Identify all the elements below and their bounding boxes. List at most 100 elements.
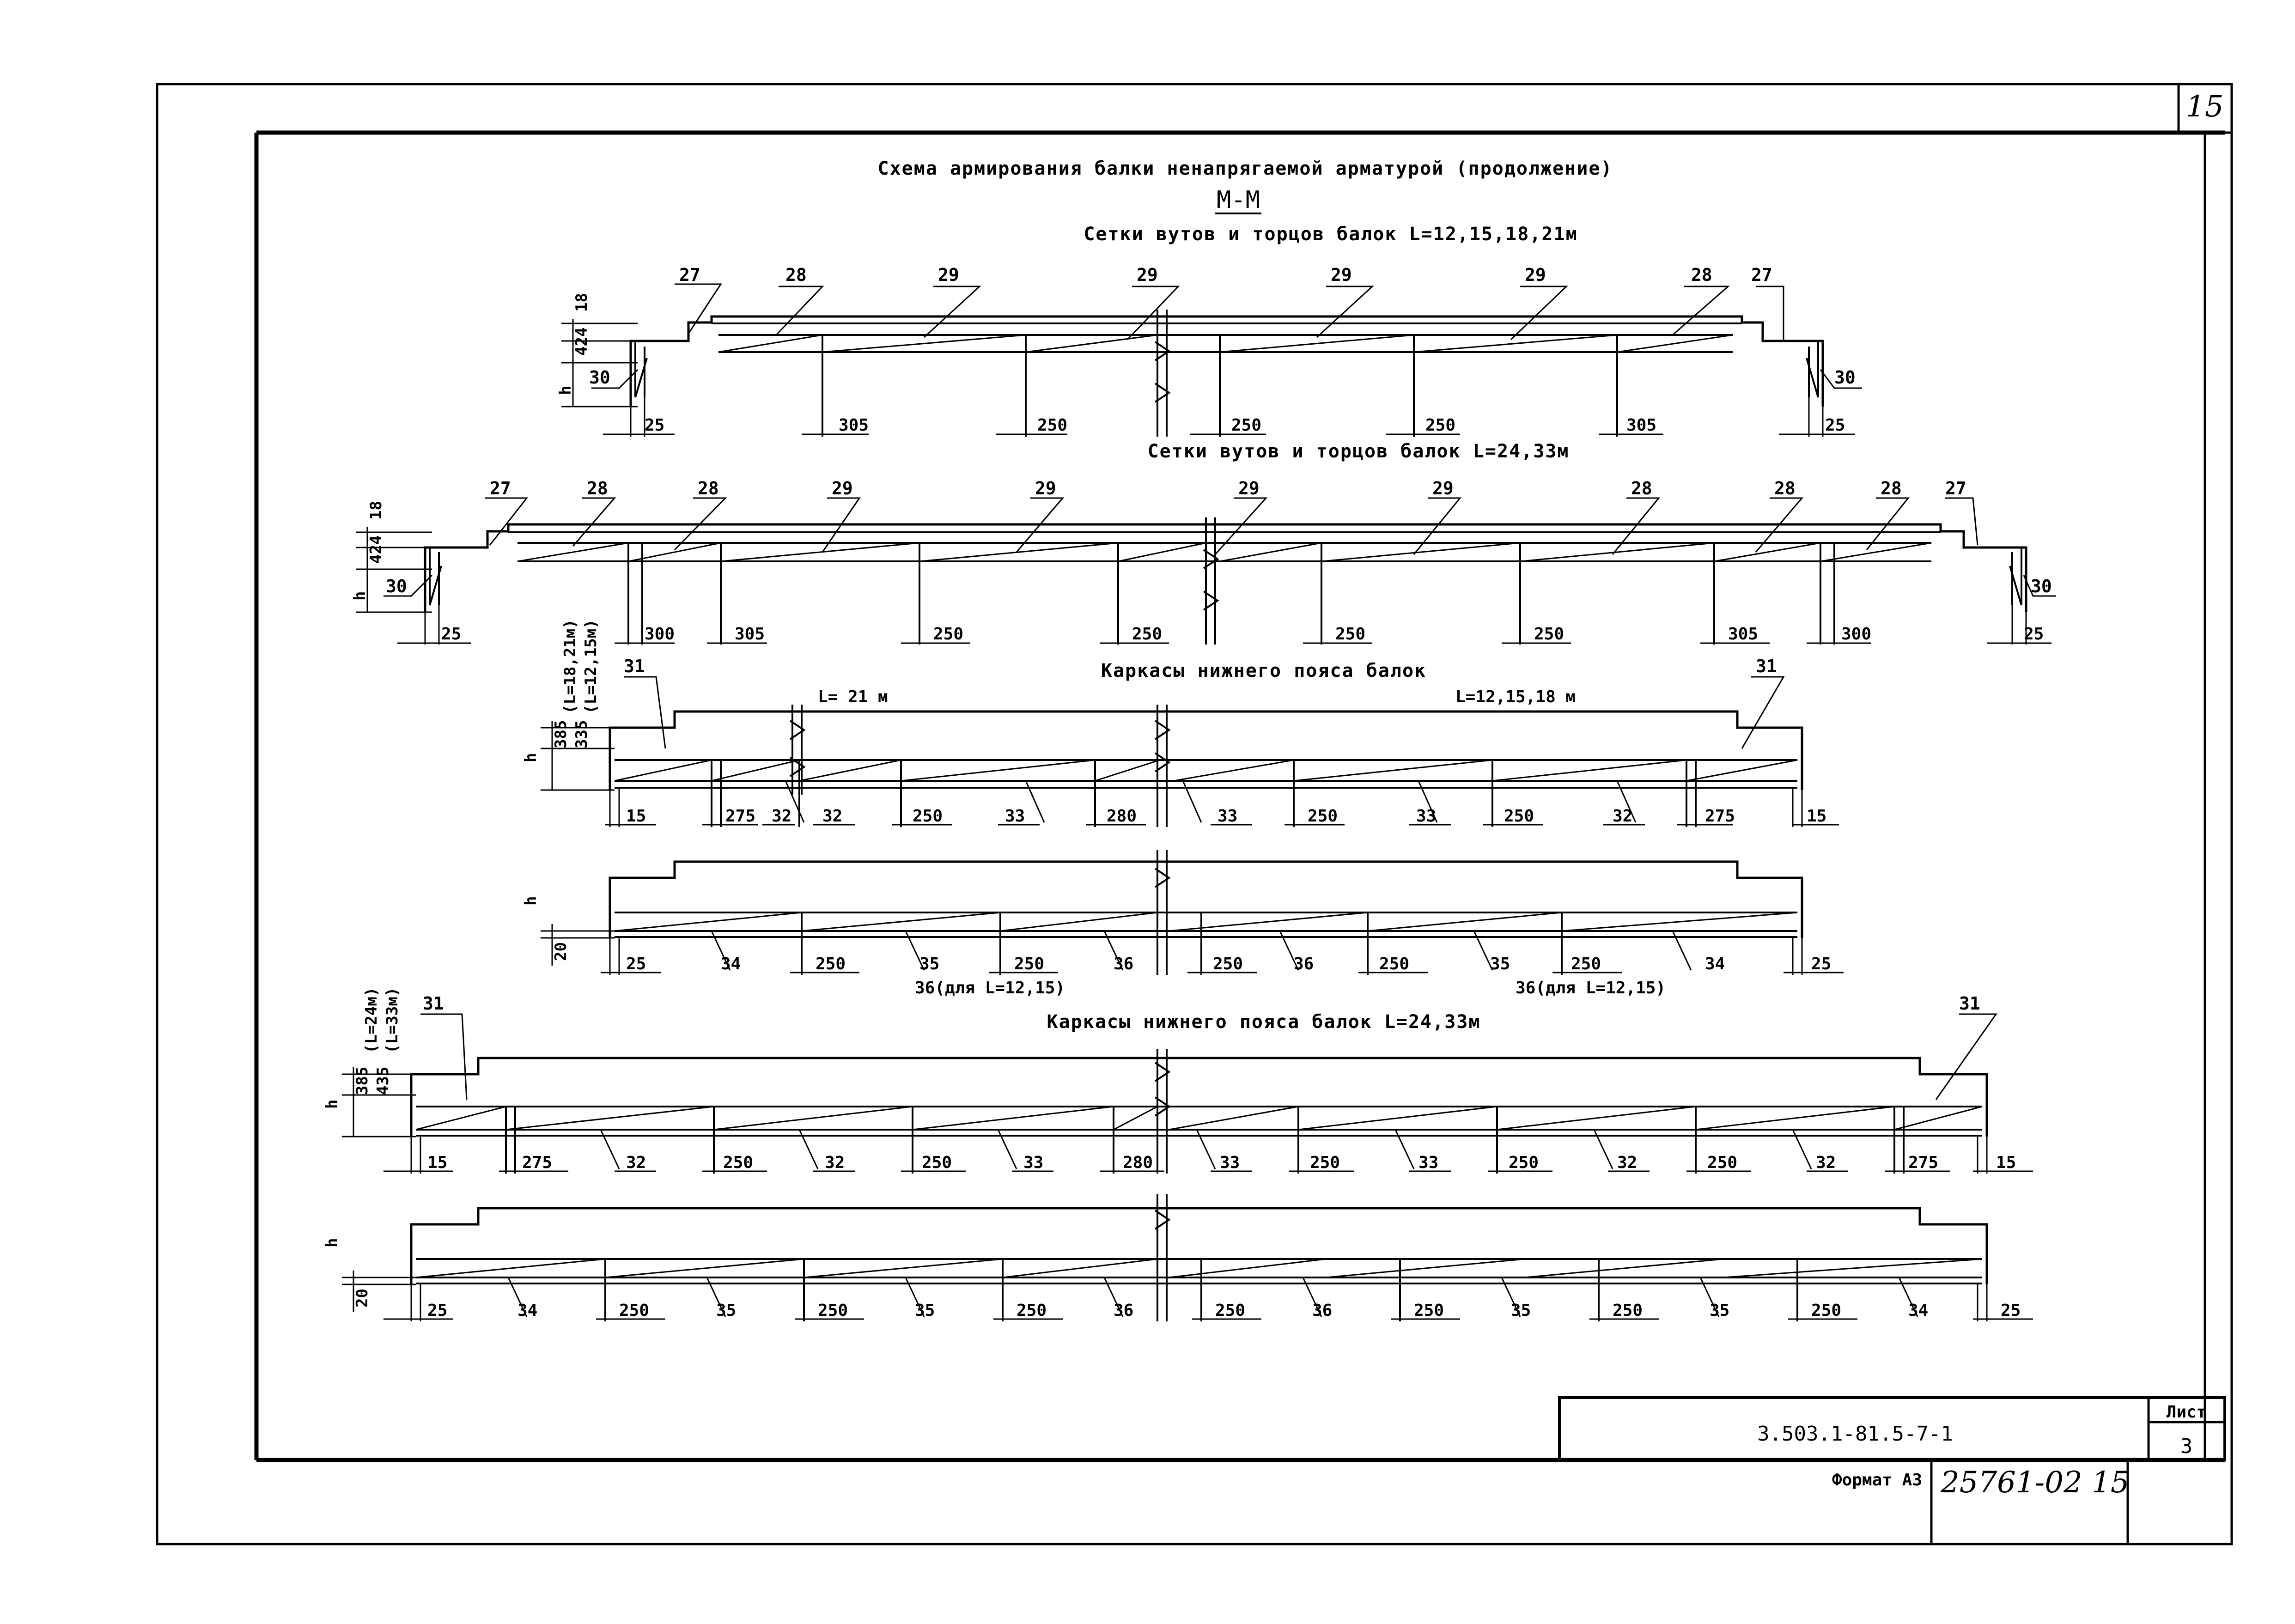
dim-6-36a: 36 bbox=[1114, 1301, 1133, 1320]
dim-5-250d: 250 bbox=[1509, 1153, 1539, 1172]
dim-2-25b: 25 bbox=[2024, 625, 2044, 644]
leaders-6 bbox=[507, 1277, 1918, 1317]
dim-4-250c: 250 bbox=[1213, 955, 1243, 973]
vdim-2-18: 18 bbox=[367, 501, 385, 520]
label-2-30b: 30 bbox=[2031, 576, 2052, 596]
dim-4-250a: 250 bbox=[816, 955, 846, 973]
dim-4-35b: 35 bbox=[1490, 955, 1510, 973]
vdim-1-424: 424 bbox=[572, 328, 591, 356]
dim-6-250c: 250 bbox=[1017, 1301, 1047, 1320]
note-4-right: 36(для L=12,15) bbox=[1516, 979, 1666, 998]
dim-2-250b: 250 bbox=[1132, 625, 1162, 644]
outer-border bbox=[156, 83, 2233, 1545]
section-label: М-М bbox=[1217, 186, 1260, 214]
frame-diagonals-3 bbox=[614, 759, 1798, 782]
label-2-28b: 28 bbox=[698, 478, 719, 499]
vdim-4-h: h bbox=[522, 896, 540, 906]
beam-outline-2 bbox=[424, 523, 2027, 612]
break-line-1 bbox=[1154, 310, 1171, 437]
dim-ticks-2 bbox=[424, 605, 2027, 645]
label-2-30a: 30 bbox=[386, 576, 407, 596]
dim-2-250c: 250 bbox=[1335, 625, 1365, 644]
dim-3-32a: 32 bbox=[772, 807, 791, 826]
dim-3-33b: 33 bbox=[1218, 807, 1237, 826]
beam-outline-4 bbox=[609, 860, 1803, 938]
dim-5-33b: 33 bbox=[1220, 1153, 1240, 1172]
diagram-frames-long-lower-labels: 25 34 250 35 250 35 250 36 250 36 250 35… bbox=[323, 1238, 2021, 1320]
dim-6-34a: 34 bbox=[517, 1301, 537, 1320]
vdim-5-l33: (L=33м) bbox=[383, 987, 402, 1053]
title-block bbox=[1558, 1396, 2226, 1461]
label-2-28e: 28 bbox=[1881, 478, 1902, 499]
dim-4-35a: 35 bbox=[919, 955, 939, 973]
dim-ticks-5 bbox=[410, 1136, 1988, 1174]
label-1-30b: 30 bbox=[1834, 367, 1856, 388]
dim-5-32c: 32 bbox=[1617, 1153, 1637, 1172]
diagram-meshes-short-labels: 27 28 29 29 29 29 28 27 30 30 25 305 250… bbox=[556, 265, 1856, 435]
dim-6-250g: 250 bbox=[1811, 1301, 1841, 1320]
end-mesh-right-2 bbox=[2009, 547, 2022, 606]
vdim-3-l12-15: (L=12,15м) bbox=[582, 619, 600, 714]
label-2-27b: 27 bbox=[1945, 478, 1966, 499]
frame-verticals-5 bbox=[505, 1107, 1905, 1174]
diagram-frames-short-labels: 31 31 15 275 32 32 250 33 280 33 250 33 … bbox=[522, 619, 1826, 826]
dim-4-25a: 25 bbox=[626, 955, 646, 973]
end-mesh-left-1 bbox=[634, 341, 648, 398]
sheet-number: 3 bbox=[2180, 1435, 2193, 1458]
dim-3-275b: 275 bbox=[1705, 807, 1735, 826]
mesh-diagonals-1 bbox=[718, 334, 1733, 353]
vdim-3-h: h bbox=[522, 753, 540, 762]
dim-6-36b: 36 bbox=[1312, 1301, 1332, 1320]
dim-3-250c: 250 bbox=[1504, 807, 1534, 826]
dim-1-250a: 250 bbox=[1037, 416, 1067, 435]
beam-outline-3 bbox=[609, 710, 1803, 790]
diagram-frames-long bbox=[342, 1013, 2033, 1174]
beam-outline-1 bbox=[629, 315, 1824, 407]
dim-6-250e: 250 bbox=[1414, 1301, 1444, 1320]
dim-5-15a: 15 bbox=[427, 1153, 447, 1172]
format-label: Формат А3 bbox=[1832, 1471, 1922, 1490]
dim-ticks-6 bbox=[410, 1283, 1988, 1321]
label-3-31b: 31 bbox=[1756, 656, 1777, 676]
height-dim-1 bbox=[561, 319, 638, 408]
diagram-frames-short-lower bbox=[541, 850, 1844, 975]
subtitle-meshes-short: Сетки вутов и торцов балок L=12,15,18,21… bbox=[1084, 224, 1577, 245]
dim-1-250b: 250 bbox=[1231, 416, 1261, 435]
leaders-3 bbox=[624, 676, 1785, 823]
span-note-right: L=12,15,18 м bbox=[1455, 687, 1576, 706]
note-4-left: 36(для L=12,15) bbox=[915, 979, 1065, 998]
dim-2-300b: 300 bbox=[1841, 625, 1871, 644]
dim-2-300a: 300 bbox=[645, 625, 675, 644]
vdim-5-385: 385 bbox=[353, 1067, 371, 1095]
label-1-27a: 27 bbox=[679, 265, 700, 285]
label-1-28a: 28 bbox=[785, 265, 807, 285]
dim-4-250e: 250 bbox=[1571, 955, 1601, 973]
dim-5-32d: 32 bbox=[1816, 1153, 1836, 1172]
dim-5-275a: 275 bbox=[522, 1153, 552, 1172]
height-dim-4 bbox=[541, 924, 615, 966]
vdim-1-h: h bbox=[556, 386, 575, 395]
dim-3-250b: 250 bbox=[1308, 807, 1338, 826]
dim-6-25b: 25 bbox=[2001, 1301, 2021, 1320]
dim-3-33a: 33 bbox=[1005, 807, 1025, 826]
dim-ticks-4 bbox=[609, 937, 1803, 975]
dim-3-15b: 15 bbox=[1807, 807, 1826, 826]
frame-bottom-line-6 bbox=[416, 1277, 1982, 1284]
dim-6-34b: 34 bbox=[1908, 1301, 1928, 1320]
vdim-3-385: 385 bbox=[552, 720, 570, 748]
vdim-2-h: h bbox=[351, 591, 369, 601]
label-1-29d: 29 bbox=[1525, 265, 1546, 285]
beam-outline-5 bbox=[410, 1057, 1988, 1137]
dim-6-35b: 35 bbox=[915, 1301, 935, 1320]
dim-4-34b: 34 bbox=[1705, 955, 1725, 973]
span-note-left: L= 21 м bbox=[818, 687, 888, 706]
label-5-31a: 31 bbox=[423, 993, 444, 1014]
break-line-3b bbox=[1154, 705, 1171, 827]
dim-6-250f: 250 bbox=[1613, 1301, 1643, 1320]
label-2-29a: 29 bbox=[832, 478, 853, 499]
dim-1-305b: 305 bbox=[1626, 416, 1656, 435]
label-1-27b: 27 bbox=[1751, 265, 1772, 285]
diagram-meshes-long bbox=[356, 497, 2056, 645]
dim-6-35d: 35 bbox=[1710, 1301, 1729, 1320]
dim-3-32c: 32 bbox=[1613, 807, 1632, 826]
